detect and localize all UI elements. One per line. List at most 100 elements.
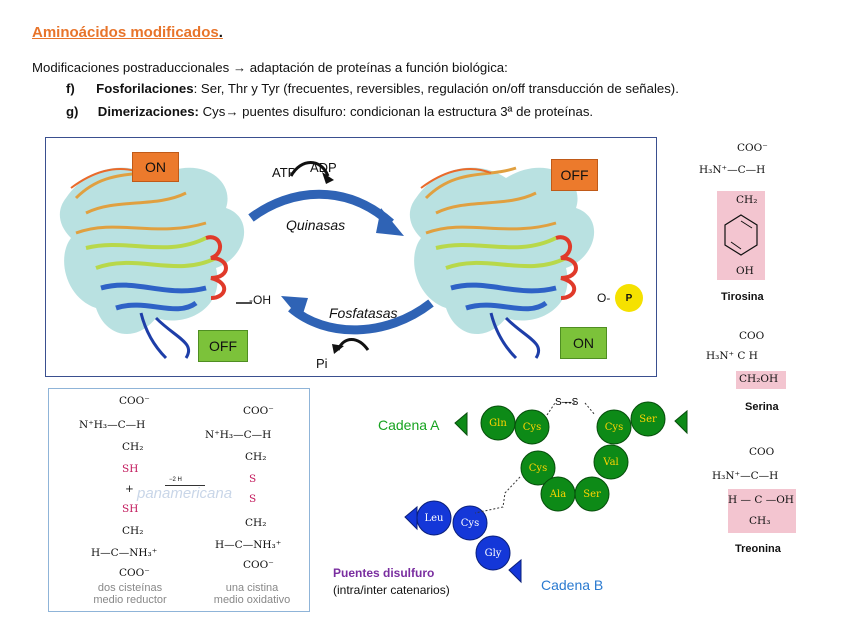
tyr-coo: COO⁻ bbox=[737, 142, 768, 154]
benzene-ring bbox=[724, 214, 758, 256]
nh3-bottom-left: H—C—NH₃⁺ bbox=[91, 547, 158, 559]
tyr-oh: OH bbox=[736, 265, 754, 277]
serine-name: Serina bbox=[745, 401, 779, 413]
item-term: Fosforilaciones bbox=[96, 81, 194, 96]
pi-arrow bbox=[336, 338, 370, 351]
phosphorylation-panel: ON OFF OFF ON ATP ADP Quinasas Fosfatasa… bbox=[45, 137, 657, 377]
on-badge-left: ON bbox=[132, 152, 179, 182]
protein-right-image bbox=[409, 166, 595, 360]
watermark: panamericana bbox=[137, 485, 233, 502]
chain-b-end bbox=[508, 558, 522, 584]
s-bottom: S bbox=[249, 493, 257, 505]
label-a-cys2: Cys bbox=[605, 422, 623, 433]
ser-coo: COO bbox=[739, 330, 765, 342]
chains-diagram: Gln Cys Cys Ser Cys Val Ala Ser Leu Cys … bbox=[404, 397, 688, 584]
ser-h3n: H₃N⁺ C H bbox=[706, 350, 758, 362]
residue-a-ser2 bbox=[574, 476, 610, 512]
sh-bottom: SH bbox=[122, 503, 139, 515]
label-a-cys1: Cys bbox=[523, 422, 541, 433]
on-badge-right: ON bbox=[560, 327, 607, 359]
label-b-gly: Gly bbox=[485, 548, 502, 559]
item-dimerization: g) Dimerizaciones: Cys→ puentes disulfur… bbox=[66, 104, 593, 119]
right-caption: una cistina medio oxidativo bbox=[213, 582, 291, 606]
ch2-left: CH₂ bbox=[122, 441, 144, 453]
kinases-label: Quinasas bbox=[286, 217, 346, 233]
phosphate-circle: P bbox=[615, 284, 643, 312]
ch2-right-bottom: CH₂ bbox=[245, 517, 267, 529]
residue-b-cys bbox=[452, 505, 488, 541]
nh3-left: N⁺H₃—C—H bbox=[79, 419, 146, 431]
ch2-left-bottom: CH₂ bbox=[122, 525, 144, 537]
tyr-ch2: CH₂ bbox=[736, 194, 758, 206]
chain-a-label: Cadena A bbox=[378, 417, 440, 433]
item-text: Cys→ puentes disulfuro: condicionan la e… bbox=[198, 104, 594, 119]
label-a-gln: Gln bbox=[489, 418, 507, 429]
label-a-val: Val bbox=[602, 457, 618, 468]
o-dash-label: O- bbox=[597, 291, 611, 305]
chain-b-label: Cadena B bbox=[541, 577, 604, 593]
kinase-arrow bbox=[248, 189, 394, 227]
s-top: S bbox=[249, 473, 257, 485]
coo-right-bottom: COO⁻ bbox=[243, 559, 274, 571]
atp-arrow bbox=[289, 161, 330, 177]
item-phosphorylation: f) Fosforilaciones: Ser, Thr y Tyr (frec… bbox=[66, 81, 679, 96]
atp-label: ATP bbox=[272, 165, 297, 180]
residue-b-gly bbox=[475, 535, 511, 571]
item-text: : Ser, Thr y Tyr (frecuentes, reversible… bbox=[193, 81, 679, 96]
threonine-name: Treonina bbox=[735, 543, 781, 555]
label-b-cys: Cys bbox=[461, 518, 479, 529]
residue-a-ser bbox=[630, 401, 666, 437]
off-badge-right: OFF bbox=[551, 159, 598, 191]
left-caption: dos cisteínas medio reductor bbox=[93, 582, 167, 606]
pi-label: Pi bbox=[316, 356, 328, 371]
oh-label: -OH bbox=[249, 293, 271, 307]
plus-sign: + bbox=[125, 483, 134, 495]
residue-b-leu bbox=[416, 500, 452, 536]
phosphatases-label: Fosfatasas bbox=[329, 305, 398, 321]
residue-a-cys1 bbox=[514, 409, 550, 445]
thr-ch3: CH₃ bbox=[749, 515, 771, 527]
reaction-arrow bbox=[165, 485, 205, 486]
label-a-ala: Ala bbox=[549, 489, 566, 500]
label-b-leu: Leu bbox=[425, 513, 445, 524]
label-a-cys3: Cys bbox=[529, 463, 547, 474]
chain-a-start bbox=[454, 411, 468, 437]
thr-hcoh: H — C —OH bbox=[728, 494, 794, 506]
residue-a-cys3 bbox=[520, 450, 556, 486]
residue-a-val bbox=[593, 444, 629, 480]
item-marker: f) bbox=[66, 81, 75, 96]
intro-text: Modificaciones postraduccionales → adapt… bbox=[32, 60, 508, 75]
nh3-bottom-right: H—C—NH₃⁺ bbox=[215, 539, 282, 551]
item-term: Dimerizaciones: bbox=[97, 104, 199, 119]
item-marker: g) bbox=[66, 104, 79, 119]
ser-ch2oh: CH₂OH bbox=[739, 373, 779, 385]
coo-left-bottom: COO⁻ bbox=[119, 567, 150, 579]
page-title: Aminoácidos modificados. bbox=[32, 24, 223, 41]
tyr-h3n: H₃N⁺—C—H bbox=[699, 164, 766, 176]
coo-left: COO⁻ bbox=[119, 395, 150, 407]
label-a-ser: Ser bbox=[639, 414, 657, 425]
thr-coo: COO bbox=[749, 446, 775, 458]
reaction-arrow-label: −2 H bbox=[169, 477, 182, 483]
coo-right: COO⁻ bbox=[243, 405, 274, 417]
tyrosine-name: Tirosina bbox=[721, 291, 764, 303]
residue-a-cys2 bbox=[596, 409, 632, 445]
kinase-arrowhead bbox=[376, 208, 404, 236]
nh3-right: N⁺H₃—C—H bbox=[205, 429, 272, 441]
chain-b-start bbox=[404, 505, 418, 531]
sh-top: SH bbox=[122, 463, 139, 475]
ss-bridge-label: S—S bbox=[555, 397, 579, 408]
threonine-highlight bbox=[728, 489, 796, 533]
cystine-panel: COO⁻ N⁺H₃—C—H CH₂ SH + SH CH₂ H—C—NH₃⁺ C… bbox=[48, 388, 310, 612]
phosphatase-arrow bbox=[288, 299, 434, 335]
serine-highlight bbox=[736, 371, 786, 389]
thr-h3n: H₃N⁺—C—H bbox=[712, 470, 779, 482]
ch2-right: CH₂ bbox=[245, 451, 267, 463]
chain-a-end bbox=[674, 409, 688, 435]
bridges-subtitle: (intra/inter catenarios) bbox=[333, 583, 450, 597]
bridges-title: Puentes disulfuro bbox=[333, 566, 435, 580]
off-badge-left: OFF bbox=[198, 330, 248, 362]
adp-label: ADP bbox=[310, 160, 337, 175]
label-a-ser2: Ser bbox=[583, 489, 601, 500]
phosphatase-arrowhead bbox=[281, 296, 308, 320]
